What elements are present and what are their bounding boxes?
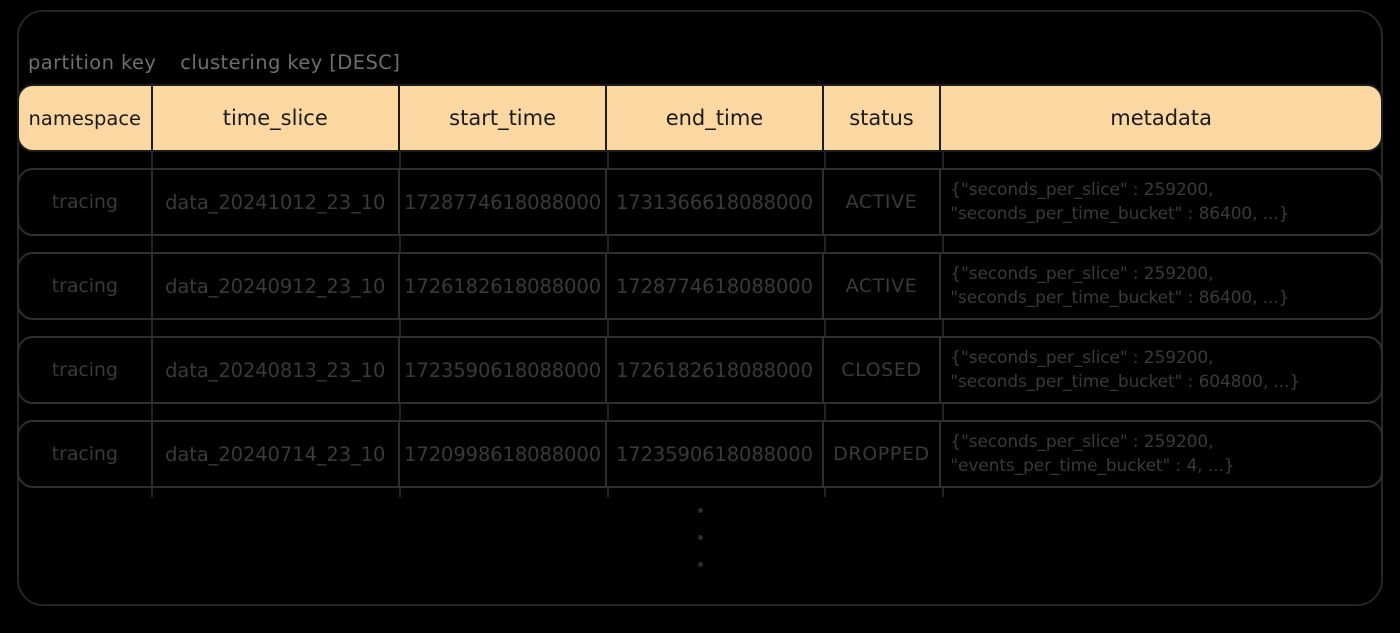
cell-start-time: 1720998618088000 (400, 422, 608, 486)
cell-time-slice: data_20240813_23_10 (153, 338, 400, 402)
metadata-line-2: "seconds_per_time_bucket" : 604800, ...} (950, 372, 1301, 392)
cell-end-time: 1731366618088000 (607, 170, 824, 234)
metadata-line-1: {"seconds_per_slice" : 259200, (950, 431, 1214, 452)
cell-namespace: tracing (19, 254, 153, 318)
cell-status: ACTIVE (824, 254, 942, 318)
column-header-time-slice: time_slice (153, 86, 400, 150)
ellipsis-dot (697, 562, 703, 567)
cell-namespace: tracing (19, 338, 153, 402)
column-header-metadata: metadata (1110, 106, 1213, 130)
cell-namespace: tracing (19, 422, 153, 486)
slice-metadata-table: namespace time_slice start_time end_time… (17, 84, 1383, 488)
cell-metadata: {"seconds_per_slice" : 259200, "seconds_… (941, 338, 1381, 402)
column-header-start-time: start_time (400, 86, 608, 150)
cell-start-time: 1723590618088000 (400, 338, 608, 402)
metadata-line-2: "events_per_time_bucket" : 4, ...} (950, 456, 1235, 476)
cell-metadata: {"seconds_per_slice" : 259200, "seconds_… (941, 254, 1381, 318)
column-header-namespace: namespace (19, 86, 153, 150)
table-row: tracing data_20240813_23_10 172359061808… (17, 336, 1383, 404)
cell-start-time: 1728774618088000 (400, 170, 608, 234)
vertical-ellipsis-icon (693, 508, 707, 567)
cell-time-slice: data_20241012_23_10 (153, 170, 400, 234)
cell-status: CLOSED (824, 338, 942, 402)
ellipsis-dot (697, 508, 703, 513)
cell-status: DROPPED (824, 422, 942, 486)
metadata-line-2: "seconds_per_time_bucket" : 86400, ...} (950, 204, 1290, 224)
ellipsis-dot (697, 535, 703, 540)
cell-end-time: 1728774618088000 (607, 254, 824, 318)
cell-start-time: 1726182618088000 (400, 254, 608, 318)
cell-status: ACTIVE (824, 170, 942, 234)
column-header-status: status (824, 86, 942, 150)
metadata-line-1: {"seconds_per_slice" : 259200, (950, 179, 1214, 200)
partition-key-label: partition key (28, 50, 157, 74)
table-row: tracing data_20240714_23_10 172099861808… (17, 420, 1383, 488)
cell-end-time: 1726182618088000 (607, 338, 824, 402)
metadata-line-1: {"seconds_per_slice" : 259200, (950, 347, 1214, 368)
cell-metadata: {"seconds_per_slice" : 259200, "events_p… (941, 422, 1381, 486)
table-row: tracing data_20240912_23_10 172618261808… (17, 252, 1383, 320)
table-row: tracing data_20241012_23_10 172877461808… (17, 168, 1383, 236)
cell-namespace: tracing (19, 170, 153, 234)
metadata-line-1: {"seconds_per_slice" : 259200, (950, 263, 1214, 284)
cell-end-time: 1723590618088000 (607, 422, 824, 486)
table-header-row: namespace time_slice start_time end_time… (17, 84, 1383, 152)
metadata-line-2: "seconds_per_time_bucket" : 86400, ...} (950, 288, 1290, 308)
key-caption: partition key clustering key [DESC] (28, 48, 400, 76)
cell-time-slice: data_20240714_23_10 (153, 422, 400, 486)
clustering-key-label: clustering key [DESC] (180, 50, 401, 74)
column-header-end-time: end_time (607, 86, 824, 150)
cell-time-slice: data_20240912_23_10 (153, 254, 400, 318)
cell-metadata: {"seconds_per_slice" : 259200, "seconds_… (941, 170, 1381, 234)
